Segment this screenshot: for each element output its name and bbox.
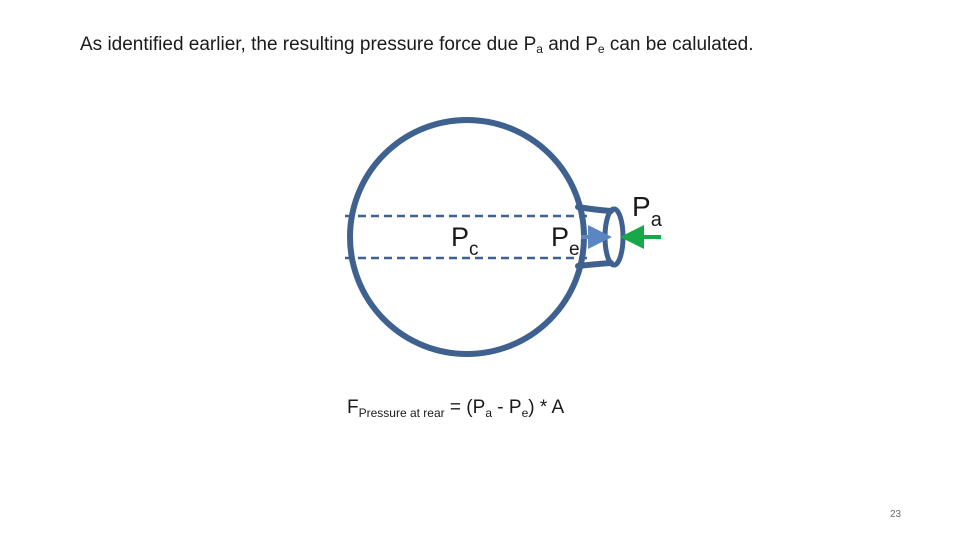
formula-minus: - P	[492, 397, 522, 418]
heading-text-2: and P	[542, 34, 598, 55]
label-pe-main: P	[551, 222, 570, 252]
heading-text-1: As identified earlier, the resulting pre…	[80, 34, 537, 55]
formula-middle: = (P	[444, 397, 486, 418]
slide-heading: As identified earlier, the resulting pre…	[80, 34, 754, 56]
nozzle-ring	[602, 206, 626, 268]
label-pe-sub: e	[569, 239, 580, 260]
heading-sub-a: a	[536, 42, 543, 56]
formula-end: ) * A	[528, 397, 565, 418]
label-pa: Pa	[632, 191, 662, 231]
pressure-formula: FPressure at rear = (Pa - Pe) * A	[347, 397, 564, 420]
label-pc: Pc	[451, 222, 479, 260]
label-pa-sub: a	[650, 209, 662, 231]
label-pc-sub: c	[469, 239, 479, 260]
page-number: 23	[890, 509, 902, 520]
formula-f: F	[347, 397, 359, 418]
formula-e-sub: e	[521, 406, 529, 420]
label-pe: Pe	[551, 222, 580, 260]
formula-f-sub: Pressure at rear	[358, 406, 445, 420]
formula-a-sub: a	[485, 406, 492, 420]
heading-sub-e: e	[597, 42, 605, 56]
label-pa-main: P	[632, 191, 651, 222]
heading-text-3: can be calulated.	[604, 34, 754, 55]
label-pc-main: P	[451, 222, 470, 252]
